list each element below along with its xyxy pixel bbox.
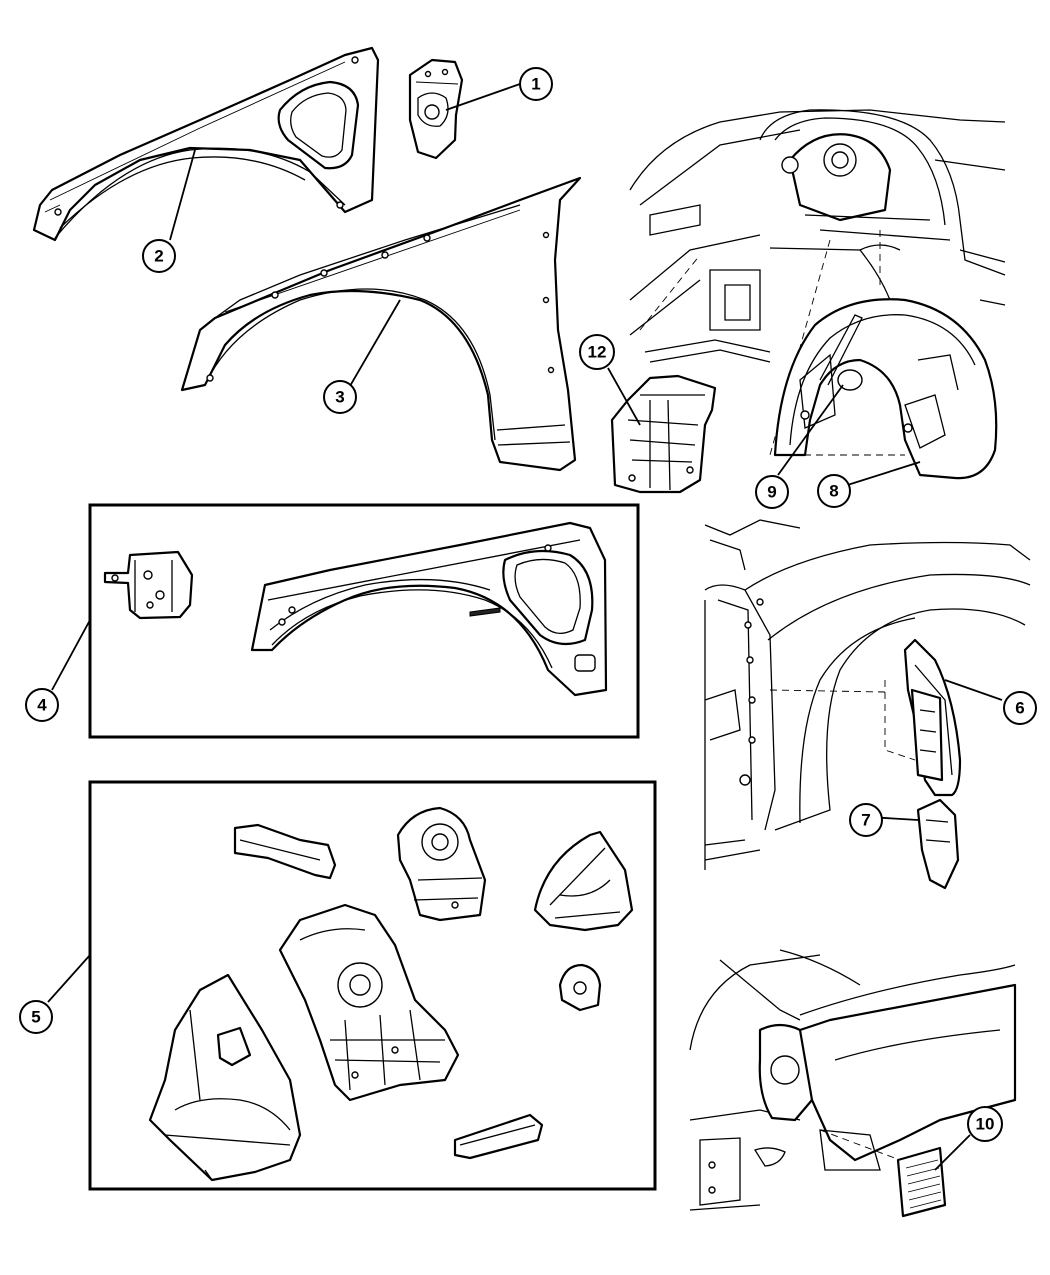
svg-text:6: 6 xyxy=(1015,699,1024,718)
callout-10: 10 xyxy=(967,1106,1003,1142)
callout-1: 1 xyxy=(519,67,553,101)
svg-text:5: 5 xyxy=(31,1008,40,1027)
callout-6: 6 xyxy=(1003,691,1037,725)
svg-text:2: 2 xyxy=(154,247,163,266)
callout-8: 8 xyxy=(817,474,851,508)
callout-12: 12 xyxy=(579,334,615,370)
callout-2: 2 xyxy=(142,239,176,273)
svg-text:4: 4 xyxy=(37,696,47,715)
support-bracket-drawing xyxy=(610,374,717,494)
svg-text:10: 10 xyxy=(976,1115,995,1134)
rear-vent-installation-view xyxy=(689,949,1017,1218)
svg-text:3: 3 xyxy=(335,388,344,407)
callout-5: 5 xyxy=(19,1000,53,1034)
fender-bracket-drawing xyxy=(408,58,464,160)
svg-text:8: 8 xyxy=(829,482,838,501)
inner-fender-shield-drawing xyxy=(32,46,380,242)
callout-3: 3 xyxy=(323,380,357,414)
svg-text:7: 7 xyxy=(861,811,870,830)
wheelhouse-installation-view xyxy=(629,109,1006,480)
fender-installation-view xyxy=(704,519,1031,890)
callout-7: 7 xyxy=(849,803,883,837)
callout-9: 9 xyxy=(755,475,789,509)
front-fender-drawing xyxy=(180,176,582,472)
leader-lines xyxy=(47,83,1003,1171)
svg-text:12: 12 xyxy=(588,343,607,362)
callout-4: 4 xyxy=(25,688,59,722)
structural-parts-box xyxy=(88,780,657,1191)
fender-assembly-box xyxy=(88,503,640,739)
svg-text:9: 9 xyxy=(767,483,776,502)
svg-text:1: 1 xyxy=(531,75,540,94)
